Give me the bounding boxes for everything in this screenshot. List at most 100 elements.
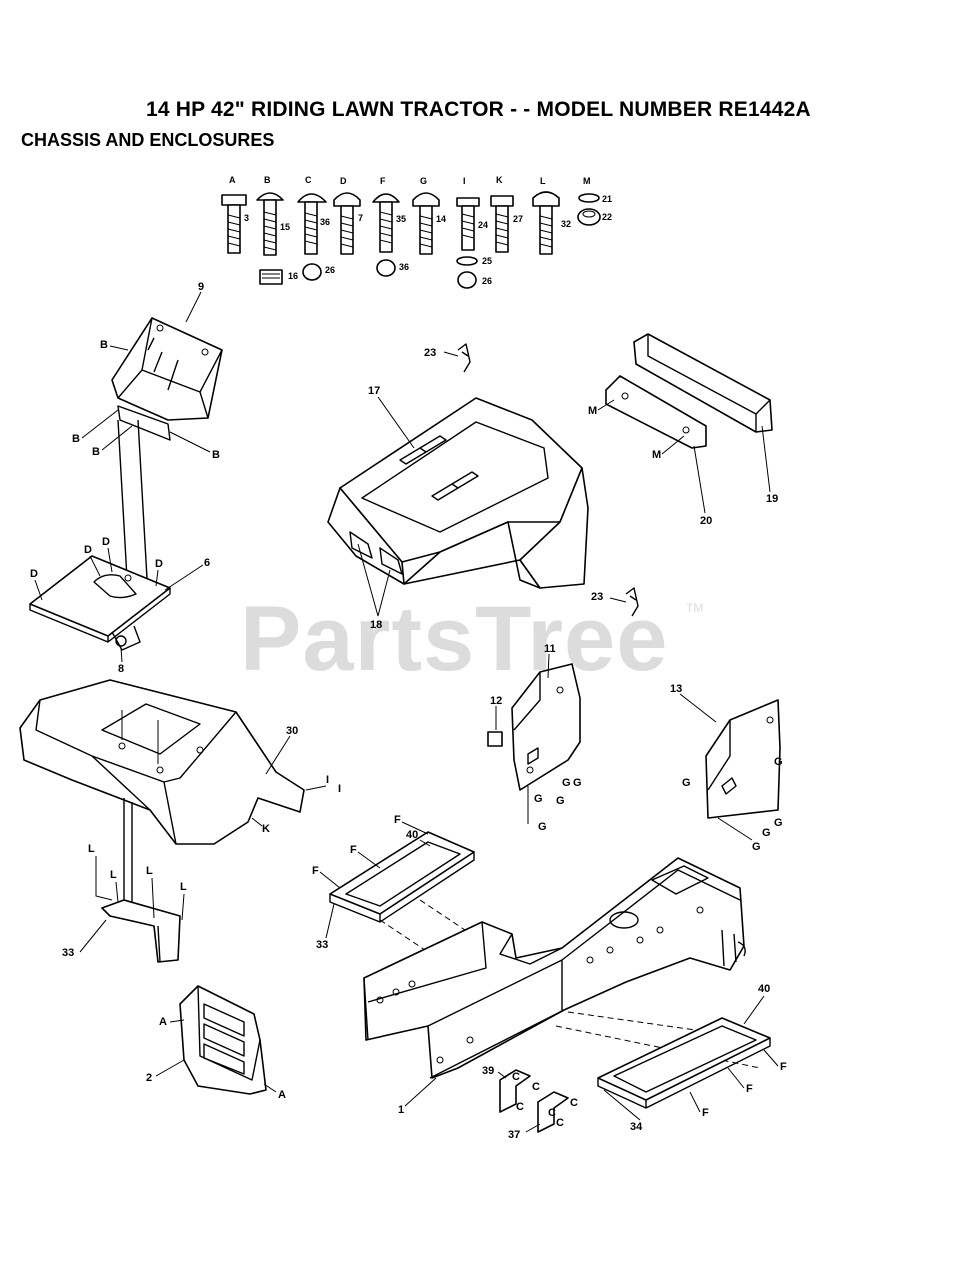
svg-text:23: 23 (424, 347, 436, 359)
svg-text:I: I (338, 783, 341, 795)
svg-text:G: G (538, 821, 547, 833)
bolt-g: G 14 (412, 176, 446, 255)
svg-text:11: 11 (544, 643, 556, 655)
svg-text:6: 6 (204, 557, 210, 569)
svg-text:30: 30 (286, 725, 298, 737)
bolt-d: D 7 (333, 176, 363, 255)
svg-text:D: D (102, 536, 110, 548)
nut-36: 36 (376, 259, 409, 277)
svg-text:F: F (702, 1107, 709, 1119)
svg-text:G: G (682, 777, 691, 789)
svg-text:12: 12 (490, 695, 502, 707)
svg-text:26: 26 (482, 276, 492, 286)
svg-text:M: M (652, 449, 661, 461)
frame-1: 1 (363, 857, 767, 1116)
svg-text:9: 9 (198, 281, 204, 293)
svg-text:D: D (30, 568, 38, 580)
nut-26: 26 (302, 263, 335, 281)
side-panels: 11 12 13 G G G G G G G G G G (487, 643, 783, 853)
svg-text:B: B (92, 446, 100, 458)
svg-text:C: C (532, 1081, 540, 1093)
bolt-i: I 24 (456, 176, 488, 251)
svg-text:K: K (262, 823, 270, 835)
svg-text:17: 17 (368, 385, 380, 397)
svg-text:C: C (556, 1117, 564, 1129)
section-subtitle: CHASSIS AND ENCLOSURES (21, 130, 275, 150)
svg-text:A: A (159, 1016, 167, 1028)
bolt-c: C 36 (297, 175, 330, 255)
svg-text:27: 27 (513, 214, 523, 224)
bolt-l: L 32 (532, 176, 571, 255)
washer-m: M 21 22 (577, 176, 612, 226)
svg-text:16: 16 (288, 271, 298, 281)
svg-text:36: 36 (399, 262, 409, 272)
nut-26b: 26 (457, 271, 492, 289)
svg-text:22: 22 (602, 212, 612, 222)
svg-text:G: G (534, 793, 543, 805)
svg-text:D: D (340, 176, 347, 186)
dash-panel-assembly: 9 6 8 B B B B D D D D (29, 281, 223, 675)
svg-text:40: 40 (758, 983, 770, 995)
svg-text:G: G (774, 817, 783, 829)
page-title: 14 HP 42" RIDING LAWN TRACTOR - - MODEL … (146, 98, 811, 121)
bumper-assembly: M M 19 20 (588, 333, 778, 527)
svg-text:7: 7 (358, 213, 363, 223)
svg-text:F: F (746, 1083, 753, 1095)
svg-text:2: 2 (146, 1072, 152, 1084)
svg-text:L: L (110, 869, 117, 881)
svg-text:1: 1 (398, 1104, 404, 1116)
watermark-tm: TM (686, 601, 703, 615)
watermark-brand: PartsTree (240, 588, 668, 690)
washer-25: 25 (456, 256, 492, 266)
svg-text:26: 26 (325, 265, 335, 275)
svg-text:25: 25 (482, 256, 492, 266)
svg-text:23: 23 (591, 591, 603, 603)
svg-text:C: C (548, 1107, 556, 1119)
svg-text:36: 36 (320, 217, 330, 227)
bolt-f: F 35 (372, 176, 406, 253)
svg-text:G: G (752, 841, 761, 853)
svg-text:M: M (583, 176, 591, 186)
svg-text:15: 15 (280, 222, 290, 232)
svg-text:A: A (278, 1089, 286, 1101)
svg-text:24: 24 (478, 220, 488, 230)
svg-text:C: C (512, 1071, 520, 1083)
footrest-left: 40 33 F F F (312, 814, 481, 961)
svg-text:G: G (562, 777, 571, 789)
bolt-b: B 15 (256, 175, 290, 256)
svg-text:F: F (312, 865, 319, 877)
brackets: 39 37 C C C C C C (482, 1065, 578, 1141)
svg-text:32: 32 (561, 219, 571, 229)
svg-text:C: C (516, 1101, 524, 1113)
svg-text:A: A (229, 175, 236, 185)
svg-text:F: F (350, 844, 357, 856)
svg-text:B: B (212, 449, 220, 461)
svg-text:13: 13 (670, 683, 682, 695)
svg-text:L: L (180, 881, 187, 893)
svg-text:G: G (762, 827, 771, 839)
svg-text:39: 39 (482, 1065, 494, 1077)
fender-assembly: 30 I I K 33 L L L L (19, 679, 341, 963)
svg-text:19: 19 (766, 493, 778, 505)
svg-text:33: 33 (316, 939, 328, 951)
svg-text:C: C (570, 1097, 578, 1109)
svg-text:G: G (774, 756, 783, 768)
svg-text:18: 18 (370, 619, 382, 631)
svg-text:F: F (780, 1061, 787, 1073)
svg-text:G: G (420, 176, 427, 186)
svg-text:G: G (556, 795, 565, 807)
svg-text:35: 35 (396, 214, 406, 224)
svg-text:3: 3 (244, 213, 249, 223)
svg-text:B: B (264, 175, 271, 185)
svg-text:21: 21 (602, 194, 612, 204)
svg-text:34: 34 (630, 1121, 643, 1133)
svg-text:F: F (394, 814, 401, 826)
svg-text:33: 33 (62, 947, 74, 959)
bolt-a: A 3 (221, 175, 249, 254)
svg-text:K: K (496, 175, 503, 185)
svg-text:40: 40 (406, 829, 418, 841)
svg-text:L: L (540, 176, 546, 186)
hood-17: 17 18 23 23 (327, 343, 639, 631)
svg-text:M: M (588, 405, 597, 417)
